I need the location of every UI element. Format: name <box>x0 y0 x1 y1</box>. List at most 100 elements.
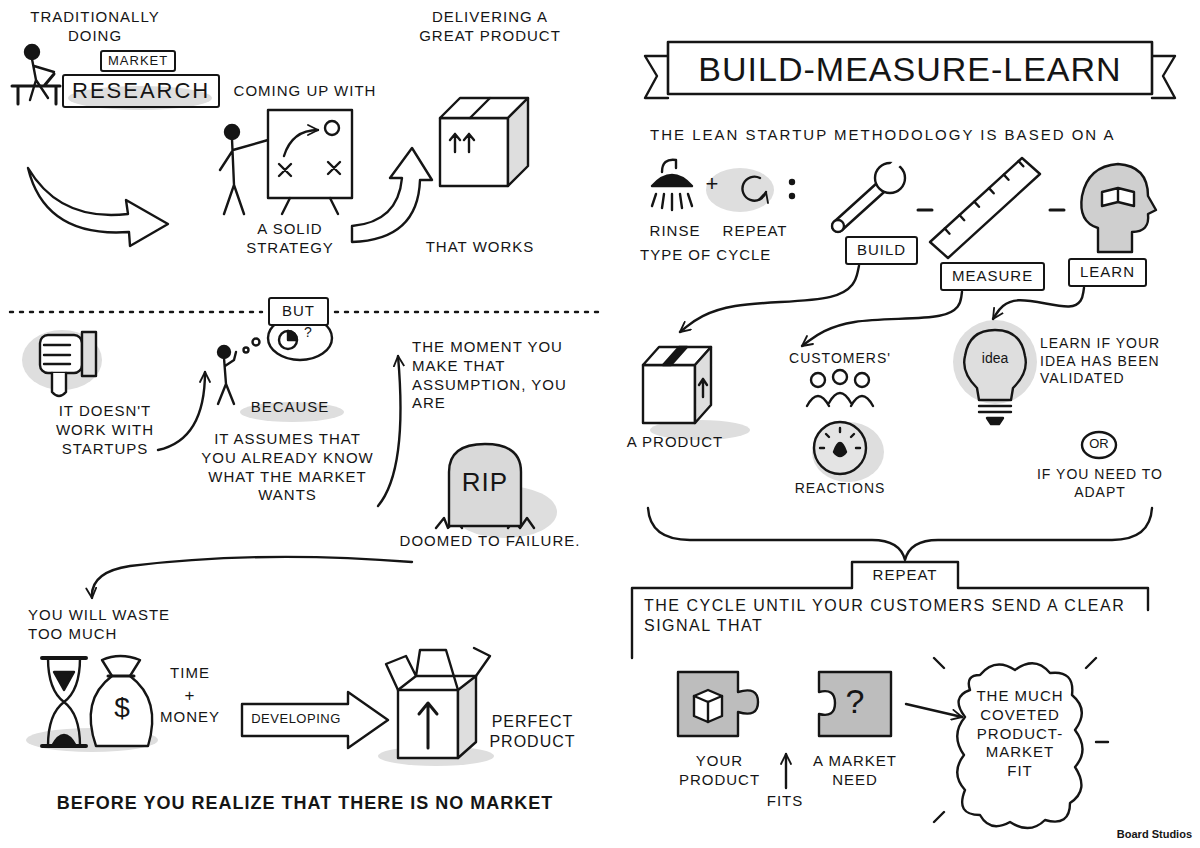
strategy-flipchart <box>325 121 339 135</box>
money-bag <box>91 656 153 746</box>
desk-person <box>12 74 60 104</box>
open-box <box>398 690 458 758</box>
product-box-outline <box>643 365 695 423</box>
product-box-outline <box>699 379 707 397</box>
hollow-arrow <box>352 148 432 242</box>
problem-note: IT DOESN'T WORK WITH STARTUPS <box>40 402 170 458</box>
curved-arrow <box>158 372 205 450</box>
thinking-person <box>218 352 236 404</box>
gauge-heading: CUSTOMERS' <box>780 350 900 368</box>
thinking-person <box>279 331 297 349</box>
puzzle-piece-outline <box>694 690 722 722</box>
box-tab-heading: REPEAT <box>854 566 956 585</box>
hourglass <box>42 658 86 746</box>
learn-note: LEARN IF YOUR IDEA HAS BEEN VALIDATED <box>1040 335 1165 388</box>
open-box <box>398 676 476 690</box>
strategy-flipchart <box>284 130 318 156</box>
thinking-person <box>288 331 297 340</box>
curved-arrow <box>92 557 412 598</box>
open-box <box>458 676 476 758</box>
tag-text: MARKET <box>108 53 168 69</box>
bulb-text: idea <box>969 350 1021 368</box>
product-box-icon <box>470 98 490 118</box>
tombstone-text: RIP <box>445 466 525 499</box>
step-tag: LEARN <box>1068 258 1147 287</box>
consequence-note: THE MOMENT YOU MAKE THAT ASSUMPTION, YOU… <box>412 338 587 413</box>
desk-person <box>25 45 39 59</box>
shower-icon <box>652 194 692 210</box>
result-cloud-outline <box>957 663 1082 828</box>
ruler-icon <box>930 158 1040 258</box>
wrench-icon <box>832 160 905 232</box>
wrench-icon <box>886 160 900 174</box>
box-body: THE CYCLE UNTIL YOUR CUSTOMERS SEND A CL… <box>644 596 1136 636</box>
research-tag: MARKET <box>100 50 176 72</box>
fits-label: FITS <box>760 792 810 811</box>
product-box-outline <box>663 347 687 365</box>
resource-label: MONEY <box>155 708 225 727</box>
leader-arrow <box>785 754 787 788</box>
product-box-icon <box>450 134 474 152</box>
product-box: A PRODUCT <box>625 335 725 457</box>
reaction-gauge-outline <box>834 443 846 456</box>
tag-text: MEASURE <box>952 267 1033 286</box>
curved-arrow <box>92 557 412 598</box>
ruler-icon <box>945 161 1024 234</box>
open-box <box>386 648 490 758</box>
thumbs-down <box>52 373 66 396</box>
flow-arrow <box>680 266 859 332</box>
step-label: DELIVERING A GREAT PRODUCT <box>405 8 575 46</box>
research-box: RESEARCH <box>62 74 220 108</box>
idea-bulb-outline <box>964 330 1026 400</box>
reaction-gauge-outline <box>811 373 825 387</box>
learning-head <box>1081 164 1156 252</box>
thinking-person <box>253 339 260 346</box>
money-bag <box>108 675 134 678</box>
diagram-title: BUILD-MEASURE-LEARN <box>668 48 1152 91</box>
flow-arrow <box>802 292 962 346</box>
hourglass <box>52 735 76 746</box>
repeat-box-outline <box>632 562 1148 658</box>
step-label: A SOLID STRATEGY <box>215 220 365 258</box>
open-box <box>386 648 490 690</box>
gauge-caption: REACTIONS <box>780 480 900 498</box>
question-mark: ? <box>300 324 316 342</box>
hollow-arrow <box>28 168 168 246</box>
learn-note: IF YOU NEED TO ADAPT <box>1025 466 1175 501</box>
strategy-flipchart <box>268 110 352 214</box>
thinking-person <box>218 316 332 404</box>
reaction-gauge-outline <box>833 370 847 384</box>
outcome-label: PERFECT PRODUCT <box>470 712 595 752</box>
step-tag: MEASURE <box>940 262 1045 291</box>
money-bag <box>91 656 153 746</box>
hourglass <box>54 672 74 690</box>
curly-brace <box>648 508 1152 560</box>
repeat-box: REPEAT THE CYCLE UNTIL YOUR CUSTOMERS SEN… <box>630 560 1150 660</box>
idea-bulb-outline <box>955 322 1035 430</box>
presenter-figure <box>225 125 239 139</box>
reaction-gauge: CUSTOMERS' REACTIONS <box>780 350 900 502</box>
learning-head <box>1081 164 1156 252</box>
step-label: THAT WORKS <box>405 238 555 257</box>
title-banner <box>645 42 1175 98</box>
piece-symbol: ? <box>819 680 891 723</box>
piece-caption: A MARKET NEED <box>805 752 905 790</box>
strategy-flipchart <box>268 110 352 198</box>
thumbs-down <box>44 345 70 364</box>
reaction-gauge-outline <box>855 373 869 387</box>
puzzle-piece: ? A MARKET NEED <box>805 668 905 798</box>
piece-caption: YOUR PRODUCT <box>672 752 767 790</box>
resource-label: TIME <box>155 664 225 683</box>
puzzle-piece-outline <box>819 672 891 736</box>
strategy-flipchart <box>279 162 340 176</box>
box-caption: A PRODUCT <box>625 433 725 452</box>
title-banner <box>1152 56 1175 98</box>
presenter-figure <box>220 139 268 214</box>
watermark: Board Studios <box>1098 828 1192 842</box>
product-box-icon <box>440 98 528 186</box>
shower-icon <box>662 160 676 172</box>
repeat-icon <box>742 177 794 201</box>
wrench-icon <box>838 188 880 226</box>
product-box-outline <box>695 347 711 423</box>
